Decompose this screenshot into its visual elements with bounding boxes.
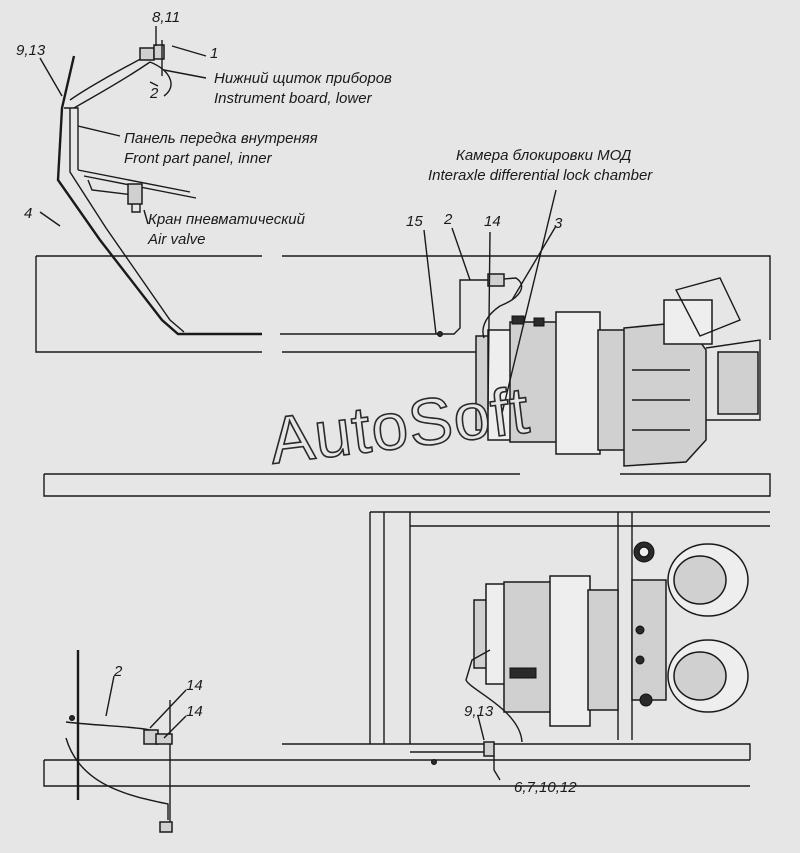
ref-label-9-13-bottom: 9,13 <box>464 703 494 720</box>
ref-label-14-bottom-a: 14 <box>186 677 203 694</box>
lock-chamber-caption-ru: Камера блокировки МОД <box>456 147 632 164</box>
air-valve-caption-en: Air valve <box>147 231 206 248</box>
leader-lines <box>39 26 557 781</box>
front-panel-structure <box>56 55 262 336</box>
ref-label-14-mid: 14 <box>484 213 501 230</box>
bottom-left-detail <box>65 650 173 833</box>
watermark: AutoSoft <box>265 372 533 477</box>
ref-label-6-7-10-12: 6,7,10,12 <box>514 779 577 796</box>
lock-chamber-caption-en: Interaxle differential lock chamber <box>428 167 653 184</box>
ref-label-3: 3 <box>554 215 563 232</box>
ref-label-14-bottom-b: 14 <box>186 703 203 720</box>
ref-label-2-top: 2 <box>149 85 159 102</box>
front-panel-caption-en: Front part panel, inner <box>124 150 273 167</box>
transfer-case-lower <box>473 541 749 727</box>
instrument-board-caption-en: Instrument board, lower <box>214 90 373 107</box>
transfer-case-upper <box>475 277 761 467</box>
air-valve-caption-ru: Кран пневматический <box>148 211 306 228</box>
ref-label-1: 1 <box>210 45 218 62</box>
ref-label-2-bottom: 2 <box>113 663 123 680</box>
instrument-board-caption-ru: Нижний щиток приборов <box>214 70 392 87</box>
ref-label-2-mid: 2 <box>443 211 453 228</box>
ref-label-15: 15 <box>406 213 423 230</box>
lock-chamber-hoses <box>280 273 523 339</box>
ref-label-9-13-top: 9,13 <box>16 42 46 59</box>
ref-label-4: 4 <box>24 205 32 222</box>
ref-label-8-11: 8,11 <box>152 9 180 26</box>
instrument-board-hoses <box>69 40 172 109</box>
lower-hoses <box>410 649 523 770</box>
front-panel-caption-ru: Панель передка внутреняя <box>124 130 318 147</box>
